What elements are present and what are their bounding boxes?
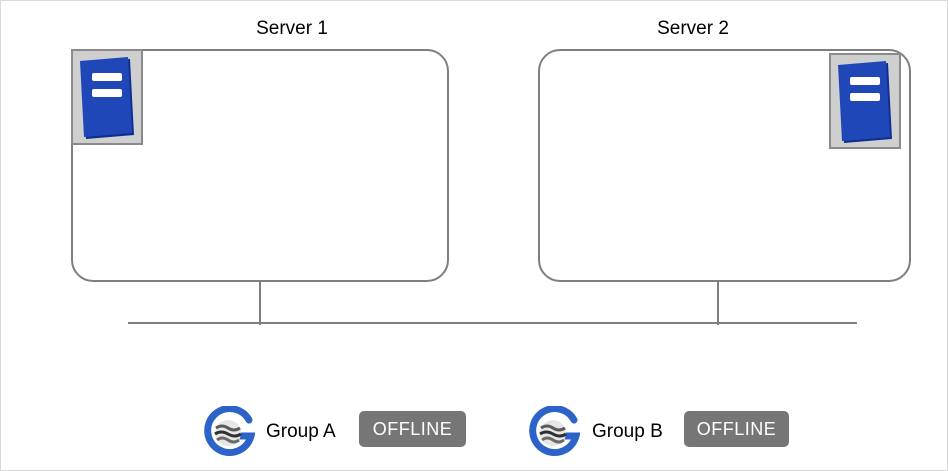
group-a-icon xyxy=(203,405,256,463)
group-b-status-badge: OFFLINE xyxy=(684,411,789,447)
server-1-icon xyxy=(71,49,143,145)
server-1-network-link xyxy=(259,281,261,325)
group-b-icon xyxy=(528,405,581,463)
server-2-icon xyxy=(829,53,901,149)
network-line xyxy=(128,322,857,324)
group-a-status-badge: OFFLINE xyxy=(359,411,466,447)
server-2-label: Server 2 xyxy=(657,18,729,39)
server-1-label: Server 1 xyxy=(256,18,328,39)
group-a-label: Group A xyxy=(266,421,336,442)
server-2-network-link xyxy=(717,281,719,325)
group-b-label: Group B xyxy=(592,421,663,442)
